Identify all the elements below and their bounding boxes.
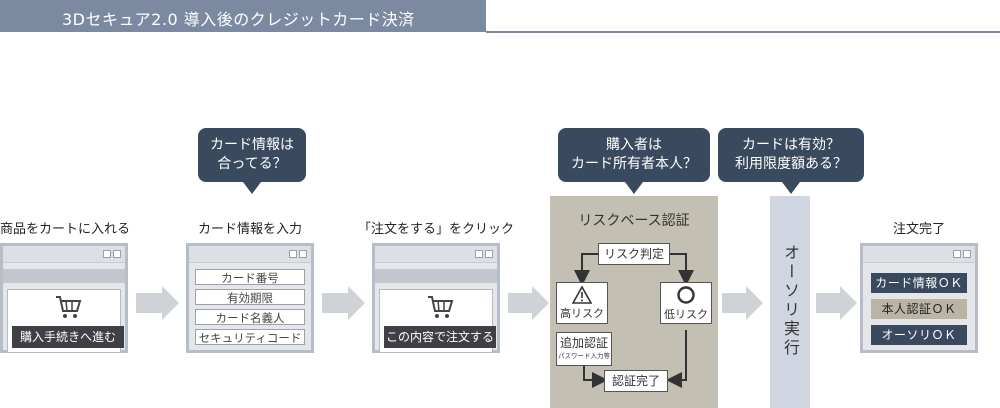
card-info-ok-badge: カード情報ＯＫ [871, 273, 967, 293]
flow-arrow-head [746, 286, 763, 320]
flow-arrow-head [348, 286, 365, 320]
additional-auth-box: 追加認証 パスワード入力等 [556, 332, 612, 366]
window-control [289, 250, 297, 258]
risk-based-auth-title: リスクベース認証 [578, 213, 690, 229]
security-code-field[interactable]: セキュリティコード [195, 329, 305, 345]
additional-auth-note: パスワード入力等 [558, 352, 610, 360]
flow-arrow-head [532, 286, 549, 320]
bubble-card-info-line-2: 合ってる？ [217, 156, 287, 172]
circle-icon [677, 286, 695, 304]
low-risk-box: 低リスク [660, 282, 712, 324]
window-titlebar [863, 246, 975, 263]
cart-panel: 購入手続きへ進む [7, 289, 124, 353]
window-control [113, 250, 121, 258]
order-window: この内容で注文する [372, 243, 500, 353]
bubble-card-valid-line-2: 利用限度額ある？ [735, 156, 847, 172]
bubble-card-valid: カードは有効？ 利用限度額ある？ [718, 128, 864, 182]
bubble-card-info: カード情報は 合ってる？ [198, 128, 306, 182]
card-fields: カード番号 有効期限 カード名義人 セキュリティコード [189, 263, 311, 345]
stage-card-input-label: カード情報を入力 [197, 222, 302, 237]
flow-arrow [722, 293, 746, 313]
window-control [963, 250, 971, 258]
warning-triangle-icon [571, 285, 593, 304]
header-rule [486, 31, 1000, 33]
window-control [299, 250, 307, 258]
window-control [953, 250, 961, 258]
cart-icon [56, 296, 82, 318]
auth-complete-box: 認証完了 [604, 370, 668, 392]
authorization-label: オーソリ実行 [781, 244, 800, 358]
flow-arrow-head [162, 286, 179, 320]
flow-arrow [322, 293, 348, 313]
card-number-field[interactable]: カード番号 [195, 269, 305, 285]
stage-order-label: 「注文をする」をクリック [358, 222, 515, 237]
bubble-purchaser: 購入者は カード所有者本人？ [558, 128, 710, 182]
additional-auth-label: 追加認証 [559, 336, 608, 350]
authorization-ok-badge: オーソリＯＫ [871, 325, 967, 345]
proceed-checkout-button[interactable]: 購入手続きへ進む [12, 326, 124, 348]
place-order-button[interactable]: この内容で注文する [384, 326, 496, 348]
window-titlebar [189, 246, 311, 263]
bubble-tail [243, 182, 261, 194]
bubble-purchaser-line-2: カード所有者本人？ [571, 156, 697, 172]
order-panel: この内容で注文する [379, 289, 496, 353]
window-address-bar [3, 269, 125, 283]
flow-arrow [136, 293, 162, 313]
window-titlebar [3, 246, 125, 263]
complete-window: カード情報ＯＫ 本人認証ＯＫ オーソリＯＫ [860, 243, 978, 353]
bubble-card-valid-line-1: カードは有効？ [742, 137, 840, 153]
high-risk-label: 高リスク [560, 307, 604, 320]
page-title: 3Dセキュア2.0 導入後のクレジットカード決済 [62, 10, 415, 29]
expiry-field[interactable]: 有効期限 [195, 289, 305, 305]
stage-cart-label: 商品をカートに入れる [0, 222, 131, 237]
window-titlebar [375, 246, 497, 263]
flow-arrow [508, 293, 532, 313]
bubble-tail [625, 182, 643, 194]
header-bar [0, 0, 486, 32]
risk-judgement-box: リスク判定 [598, 243, 670, 265]
result-list: カード情報ＯＫ 本人認証ＯＫ オーソリＯＫ [863, 263, 975, 345]
identity-auth-ok-badge: 本人認証ＯＫ [871, 299, 967, 319]
card-input-window: カード番号 有効期限 カード名義人 セキュリティコード [186, 243, 314, 353]
cart-icon [428, 296, 454, 318]
window-address-bar [375, 269, 497, 283]
cart-window: 購入手続きへ進む [0, 243, 128, 353]
flow-arrow-head [840, 286, 857, 320]
cardholder-field[interactable]: カード名義人 [195, 309, 305, 325]
bubble-card-info-line-1: カード情報は [210, 137, 294, 153]
flow-arrow [816, 293, 840, 313]
window-control [475, 250, 483, 258]
low-risk-label: 低リスク [664, 308, 708, 321]
authorization-column [770, 196, 810, 408]
stage-complete-label: 注文完了 [892, 222, 945, 237]
bubble-tail [782, 182, 800, 194]
high-risk-box: 高リスク [556, 282, 608, 324]
bubble-purchaser-line-1: 購入者は [606, 137, 662, 153]
window-control [103, 250, 111, 258]
window-control [485, 250, 493, 258]
